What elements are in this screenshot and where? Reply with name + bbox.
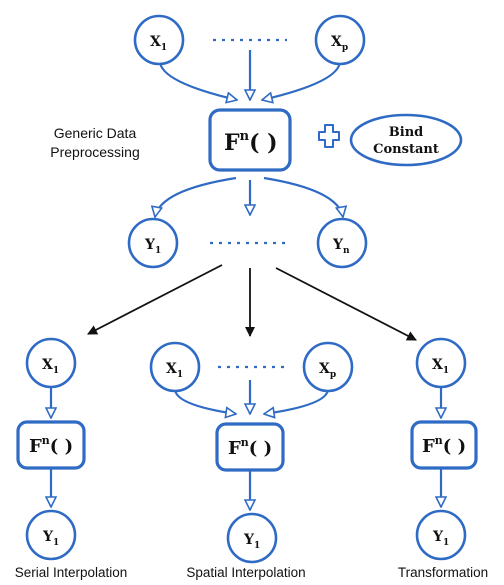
svg-text:Bind: Bind: [389, 125, 423, 140]
top-input-x1-node: X1: [133, 14, 185, 66]
transformation-label: Transformation: [398, 565, 488, 580]
top-input-edges: [158, 50, 342, 100]
spatial-interpolation-label: Spatial Interpolation: [186, 565, 305, 580]
transformation-output-y1-node: Y1: [415, 509, 467, 561]
transformation-input-x1-node: X1: [415, 337, 467, 389]
branch-arrow-transformation: [275, 267, 417, 341]
svg-text:X1: X1: [150, 34, 167, 53]
bind-constant-node: Bind Constant: [349, 113, 463, 167]
svg-text:X1: X1: [42, 357, 59, 376]
svg-text:Y1: Y1: [432, 529, 449, 548]
spatial-input-x1-node: X1: [149, 341, 201, 393]
spatial-function-box: Fn( ): [215, 422, 285, 472]
serial-interpolation-label: Serial Interpolation: [15, 565, 128, 580]
serial-function-box: Fn( ): [16, 420, 86, 470]
top-output-edges: [155, 176, 343, 217]
top-output-yn-node: Yn: [316, 217, 368, 269]
spatial-output-y1-node: Y1: [226, 512, 278, 564]
generic-preprocessing-label-line1: Generic Data: [54, 125, 137, 141]
branch-arrow-serial: [87, 264, 223, 335]
spatial-input-edges: [173, 380, 330, 414]
svg-text:X1: X1: [432, 357, 449, 376]
top-output-y1-node: Y1: [127, 217, 179, 269]
svg-text:Fn( ): Fn( ): [228, 436, 272, 459]
serial-output-y1-node: Y1: [25, 509, 77, 561]
svg-text:Yn: Yn: [332, 237, 350, 256]
svg-text:Fn( ): Fn( ): [29, 434, 73, 457]
svg-text:Y1: Y1: [42, 529, 59, 548]
plus-icon: [318, 124, 340, 148]
svg-text:Constant: Constant: [373, 142, 439, 157]
svg-text:Xp: Xp: [331, 34, 348, 53]
svg-text:Fn( ): Fn( ): [224, 129, 278, 156]
top-input-xp-node: Xp: [314, 14, 366, 66]
top-function-box: Fn( ): [208, 108, 292, 172]
spatial-input-xp-node: Xp: [302, 341, 354, 393]
transformation-function-box: Fn( ): [410, 420, 478, 470]
svg-text:Y1: Y1: [243, 532, 260, 551]
svg-text:Xp: Xp: [319, 361, 336, 380]
generic-preprocessing-label-line2: Preprocessing: [50, 144, 140, 160]
svg-text:Y1: Y1: [144, 237, 161, 256]
svg-text:Fn( ): Fn( ): [422, 434, 466, 457]
svg-text:X1: X1: [166, 361, 183, 380]
serial-input-x1-node: X1: [25, 337, 77, 389]
